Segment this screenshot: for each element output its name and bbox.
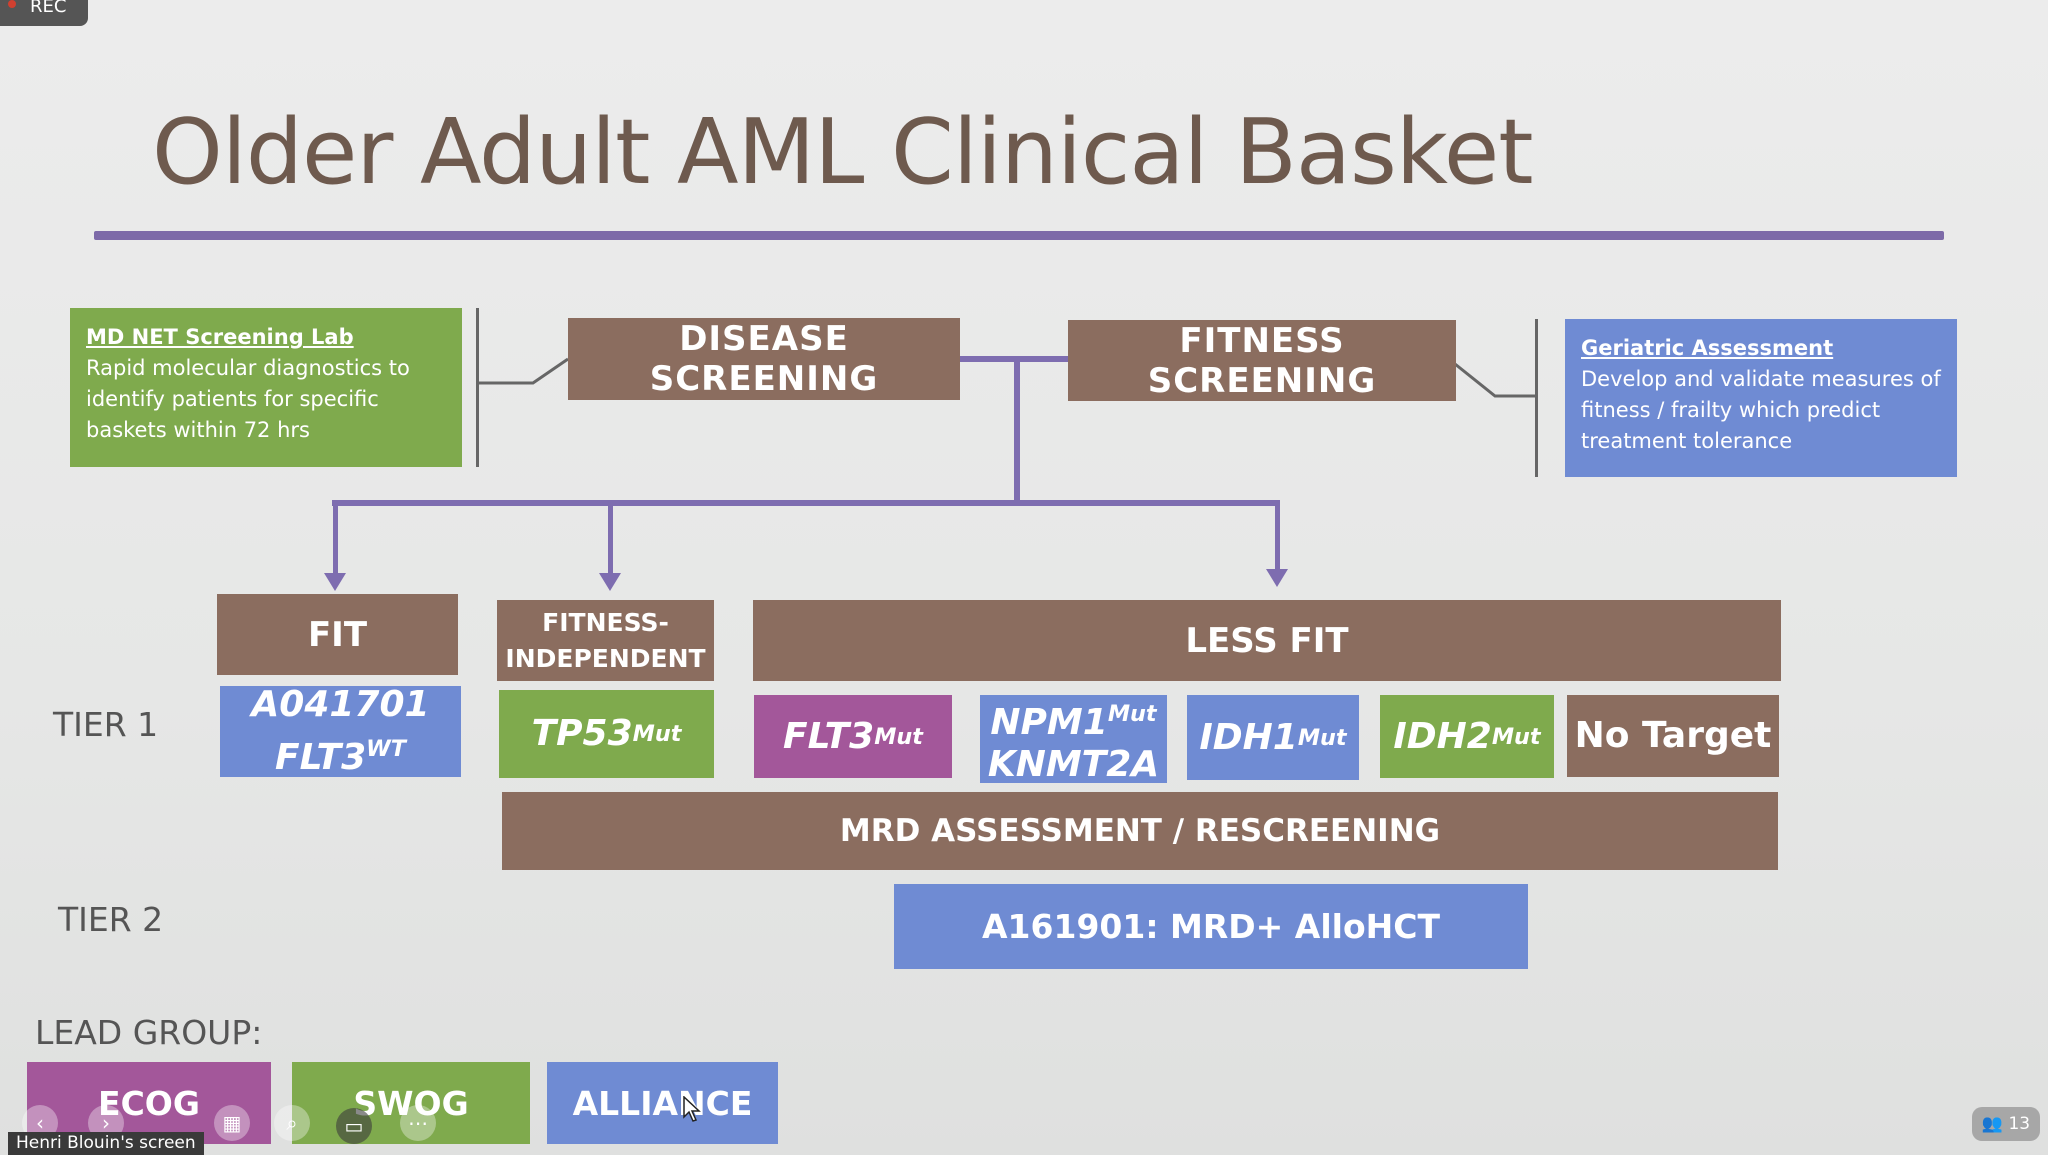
idh2-sup: Mut [1491,723,1541,750]
more-options-icon[interactable]: ⋯ [400,1105,436,1141]
fitness-independent-line: INDEPENDENT [505,643,706,673]
no-target-box: No Target [1567,695,1779,777]
slide-title: Older Adult AML Clinical Basket [152,100,1533,205]
geriatric-line: treatment tolerance [1581,429,1793,453]
npm1-gene: NPM1 [990,701,1108,743]
title-divider [94,231,1944,240]
arrow-independent [599,573,621,591]
a041701-trial-id: A041701 [251,684,430,725]
md-net-line: identify patients for specific [86,387,379,411]
idh1-sup: Mut [1297,724,1347,751]
branch-less-fit [1275,500,1280,570]
recording-label: REC [30,0,67,17]
branch-independent [608,500,613,574]
geriatric-line: Develop and validate measures of [1581,367,1941,391]
npm1-box: NPM1Mut KNMT2A [980,693,1167,785]
fitness-screening-box: FITNESS SCREENING [1068,320,1456,401]
fit-header: FIT [217,594,458,675]
bracket-left [476,308,479,467]
geriatric-heading: Geriatric Assessment [1581,336,1834,360]
geriatric-line: fitness / frailty which predict [1581,398,1881,422]
lead-group-ecog: ECOG [27,1062,271,1144]
tp53-gene: TP53 [531,713,633,754]
trunk-connector [1014,359,1020,501]
recording-dot-icon [8,0,16,8]
fitness-independent-line: FITNESS- [542,607,669,637]
md-net-line: baskets within 72 hrs [86,418,310,442]
video-camera-icon[interactable]: ▭ [336,1108,372,1144]
participants-icon: 👥 [1981,1114,2004,1134]
recording-indicator: REC [0,0,88,26]
flt3-gene: FLT3 [783,715,875,757]
slide-grid-icon[interactable]: ▦ [214,1105,250,1141]
bracket-right [1535,319,1538,477]
fitness-independent-header: FITNESS- INDEPENDENT [497,600,714,681]
knmt2a-gene: KNMT2A [987,743,1160,785]
idh1-gene: IDH1 [1199,716,1298,758]
lead-group-alliance: ALLIANCE [547,1062,778,1144]
arrow-less-fit [1266,569,1288,587]
screen-share-caption: Henri Blouin's screen [8,1132,204,1155]
md-net-box: MD NET Screening Lab Rapid molecular dia… [70,308,462,467]
arrow-fit [324,573,346,591]
tier1-label: TIER 1 [53,705,159,744]
flt3-sup: Mut [874,723,923,750]
tp53-sup: Mut [632,721,682,747]
lead-group-label: LEAD GROUP: [35,1013,263,1052]
disease-screening-box: DISEASE SCREENING [568,318,960,400]
mouse-cursor-icon [683,1096,701,1122]
geriatric-assessment-box: Geriatric Assessment Develop and validat… [1565,319,1957,477]
flt3-wt-gene: FLT3 [274,737,367,778]
md-net-heading: MD NET Screening Lab [86,325,354,349]
connector-right [1455,362,1535,398]
participants-count: 13 [2008,1114,2031,1134]
npm1-sup: Mut [1107,700,1157,727]
zoom-icon[interactable]: ⌕ [274,1105,310,1141]
branch-connector [332,500,1280,506]
a041701-gene: FLT3WT [275,727,406,780]
less-fit-header: LESS FIT [753,600,1781,681]
branch-fit [333,500,338,574]
mrd-assessment-bar: MRD ASSESSMENT / RESCREENING [502,792,1778,870]
tier2-label: TIER 2 [58,900,164,939]
tier2-trial-box: A161901: MRD+ AlloHCT [894,884,1528,969]
flt3-wt-sup: WT [366,736,407,762]
a041701-box: A041701 FLT3WT [220,684,461,780]
lead-group-swog: SWOG [292,1062,530,1144]
connector-left [478,357,569,385]
md-net-line: Rapid molecular diagnostics to [86,356,410,380]
npm1-line: NPM1Mut [990,693,1156,744]
idh2-gene: IDH2 [1393,715,1492,757]
participants-button[interactable]: 👥 13 [1972,1107,2040,1141]
